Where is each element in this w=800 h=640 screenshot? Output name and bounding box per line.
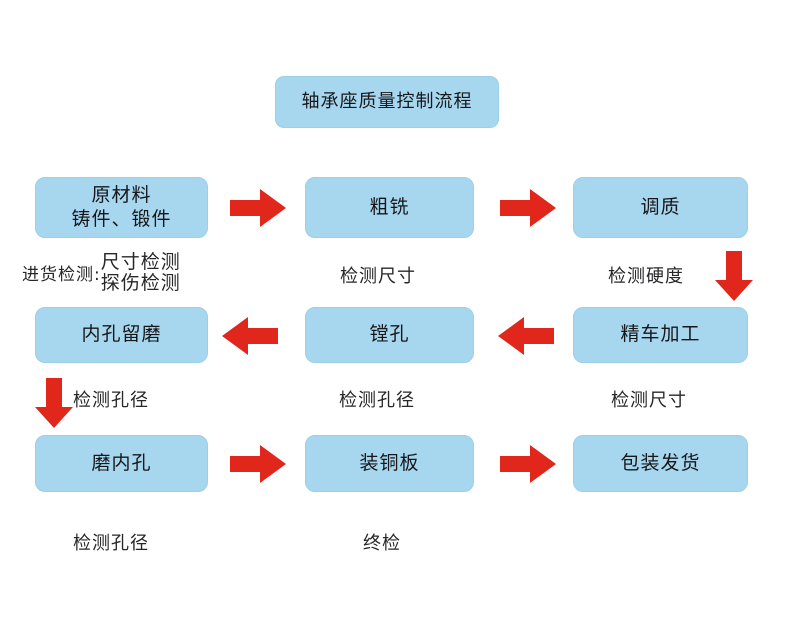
process-node-label: 粗铣 xyxy=(369,195,410,218)
process-node-copper-plate-install[interactable]: 装铜板 xyxy=(305,435,474,492)
arrow-down-icon xyxy=(33,378,75,428)
flowchart-title-box: 轴承座质量控制流程 xyxy=(275,76,499,128)
arrow-left-icon xyxy=(222,315,278,357)
caption-dimension-check-row1: 检测尺寸 xyxy=(340,266,416,287)
arrow-right-icon xyxy=(230,187,286,229)
arrow-right-icon xyxy=(500,187,556,229)
process-node-finish-turning[interactable]: 精车加工 xyxy=(573,307,748,363)
caption-incoming-items: 尺寸检测 探伤检测 xyxy=(101,252,181,293)
caption-final-inspection: 终检 xyxy=(363,533,401,554)
caption-incoming-inspection: 进货检测: 尺寸检测 探伤检测 xyxy=(22,252,181,293)
caption-dimension-check-row2: 检测尺寸 xyxy=(611,390,687,411)
process-node-label-line2: 铸件、锻件 xyxy=(71,207,172,230)
process-node-label: 镗孔 xyxy=(369,323,410,346)
flowchart-title-text: 轴承座质量控制流程 xyxy=(301,91,473,113)
caption-incoming-line2: 探伤检测 xyxy=(100,271,181,294)
caption-bore-diameter-check-row3: 检测孔径 xyxy=(73,533,149,554)
process-node-quenching-tempering[interactable]: 调质 xyxy=(573,177,748,238)
process-node-label: 调质 xyxy=(640,195,681,218)
caption-bore-diameter-check-row2-left: 检测孔径 xyxy=(73,390,149,411)
process-node-raw-material[interactable]: 原材料 铸件、锻件 xyxy=(35,177,208,238)
caption-incoming-line1: 尺寸检测 xyxy=(100,251,181,273)
process-node-rough-milling[interactable]: 粗铣 xyxy=(305,177,474,238)
caption-hardness-check: 检测硬度 xyxy=(608,266,684,287)
arrow-down-icon xyxy=(713,251,755,301)
process-node-label: 包装发货 xyxy=(620,451,701,474)
process-node-label: 内孔留磨 xyxy=(81,323,162,346)
arrow-right-icon xyxy=(230,443,286,485)
process-node-boring[interactable]: 镗孔 xyxy=(305,307,474,363)
caption-incoming-prefix: 进货检测: xyxy=(22,265,101,286)
caption-bore-diameter-check-row2-mid: 检测孔径 xyxy=(339,390,415,411)
process-node-bore-grinding-allowance[interactable]: 内孔留磨 xyxy=(35,307,208,363)
process-node-label: 磨内孔 xyxy=(91,451,152,474)
arrow-right-icon xyxy=(500,443,556,485)
process-node-label: 装铜板 xyxy=(359,451,420,474)
arrow-left-icon xyxy=(498,315,554,357)
process-node-packing-shipping[interactable]: 包装发货 xyxy=(573,435,748,492)
process-node-label-line1: 原材料 xyxy=(91,184,152,207)
process-node-label: 原材料 铸件、锻件 xyxy=(71,184,171,230)
process-node-label: 精车加工 xyxy=(620,323,701,346)
process-node-bore-grinding[interactable]: 磨内孔 xyxy=(35,435,208,492)
